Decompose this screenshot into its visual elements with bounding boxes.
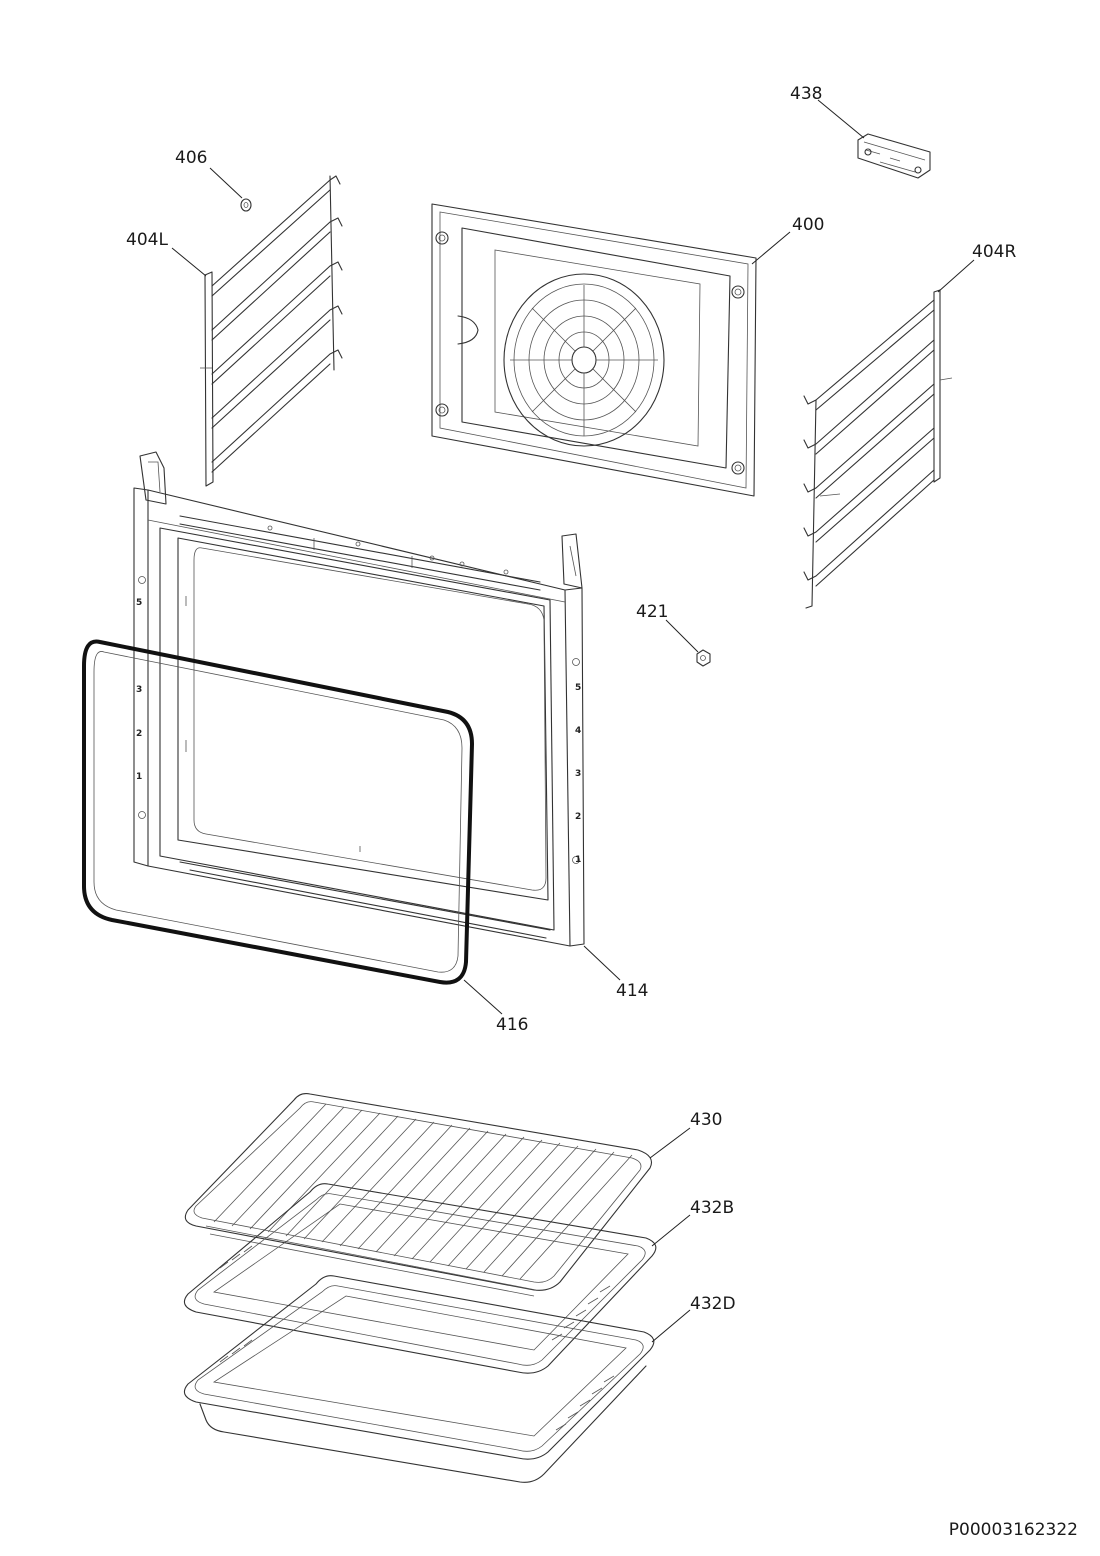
- label-404L: 404L: [126, 230, 168, 250]
- slot-right-3: 3: [575, 769, 581, 779]
- leader-432D: [651, 1309, 691, 1343]
- leader-430: [649, 1127, 691, 1159]
- slot-left-3: 3: [136, 685, 142, 695]
- part-432D-deep-tray: [183, 1275, 655, 1483]
- part-404L-left-shelf-support: [200, 175, 343, 487]
- part-430-wire-rack: [184, 1093, 653, 1297]
- slot-left-2: 2: [136, 729, 142, 739]
- slot-right-1: 1: [575, 855, 581, 865]
- part-414-front-frame: [133, 451, 585, 947]
- slot-right-5: 5: [575, 683, 581, 693]
- slot-left-1: 1: [136, 772, 142, 782]
- leader-416: [463, 979, 503, 1015]
- label-406: 406: [175, 148, 207, 168]
- label-438: 438: [790, 84, 822, 104]
- drawing-id: P00003162322: [948, 1520, 1078, 1540]
- part-416-door-seal: [82, 639, 474, 985]
- leader-421: [665, 619, 699, 653]
- slot-left-5: 5: [136, 598, 142, 608]
- label-430: 430: [690, 1110, 722, 1130]
- slot-right-4: 4: [575, 726, 581, 736]
- leader-432B: [651, 1214, 691, 1247]
- label-400: 400: [792, 215, 824, 235]
- leader-414: [583, 945, 621, 981]
- label-404R: 404R: [972, 242, 1016, 262]
- label-432B: 432B: [690, 1198, 734, 1218]
- part-406-nut: [240, 198, 252, 212]
- part-438-bracket: [857, 133, 931, 179]
- leader-438: [817, 99, 865, 139]
- label-414: 414: [616, 981, 648, 1001]
- part-432B-shallow-tray: [183, 1183, 657, 1374]
- part-400-rear-panel: [431, 203, 757, 497]
- part-404R-right-shelf-support: [803, 289, 953, 609]
- label-416: 416: [496, 1015, 528, 1035]
- label-421: 421: [636, 602, 668, 622]
- slot-right-2: 2: [575, 812, 581, 822]
- leader-404L: [171, 247, 207, 277]
- part-421-screw: [696, 649, 711, 667]
- leader-400: [751, 231, 791, 265]
- label-432D: 432D: [690, 1294, 736, 1314]
- leader-406: [209, 167, 243, 199]
- leader-404R: [937, 259, 975, 293]
